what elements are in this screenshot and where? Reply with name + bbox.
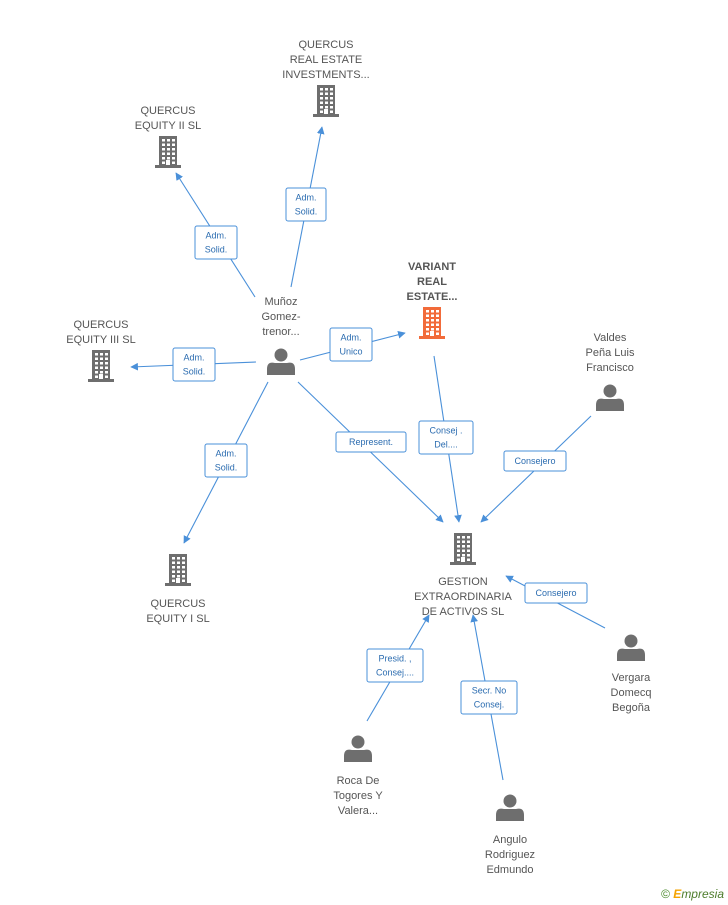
edge-label-text: Solid. bbox=[205, 245, 228, 255]
building-icon bbox=[313, 85, 339, 117]
node-label-line: EQUITY II SL bbox=[135, 120, 201, 132]
building-icon bbox=[419, 307, 445, 339]
node-label-line: REAL bbox=[417, 276, 447, 288]
edge-label-text: Solid. bbox=[183, 367, 206, 377]
edge-label-box bbox=[366, 648, 424, 683]
person-icon bbox=[267, 348, 295, 375]
edge-label-e8[interactable]: Consejero bbox=[503, 450, 567, 472]
edge-label-e6[interactable]: Represent. bbox=[335, 431, 407, 453]
edge-label-text: Unico bbox=[339, 347, 362, 357]
node-label-line: Roca De bbox=[337, 775, 380, 787]
edge-label-text: Adm. bbox=[340, 333, 361, 343]
edge-label-text: Consejero bbox=[514, 456, 555, 466]
edge-label-box bbox=[172, 347, 216, 382]
node-label-line: REAL ESTATE bbox=[290, 54, 363, 66]
building-icon bbox=[165, 554, 191, 586]
edge-label-text: Adm. bbox=[183, 353, 204, 363]
node-label-line: Peña Luis bbox=[586, 347, 635, 359]
node-label-line: Gomez- bbox=[261, 311, 300, 323]
node-qe1[interactable]: QUERCUS EQUITY I SL bbox=[146, 554, 210, 625]
node-label-line: GESTION bbox=[438, 576, 488, 588]
person-icon bbox=[496, 794, 524, 821]
node-munoz[interactable]: MuñozGomez-trenor... bbox=[261, 296, 301, 375]
node-label-line: Angulo bbox=[493, 834, 527, 846]
node-qe2[interactable]: QUERCUS EQUITY II SL bbox=[135, 105, 201, 168]
edge-label-text: Represent. bbox=[349, 437, 393, 447]
edge-label-text: Solid. bbox=[295, 207, 318, 217]
edge-label-text: Consej. bbox=[474, 700, 505, 710]
node-qe3[interactable]: QUERCUS EQUITY III SL bbox=[66, 319, 136, 382]
brand-name: mpresia bbox=[681, 887, 724, 901]
node-label-line: Domecq bbox=[611, 687, 652, 699]
node-label-line: trenor... bbox=[262, 326, 299, 338]
edge-label-text: Consej.... bbox=[376, 668, 414, 678]
edge-label-box bbox=[204, 443, 248, 478]
node-label-line: EQUITY I SL bbox=[146, 613, 209, 625]
edge-label-box bbox=[285, 187, 327, 222]
node-label-line: QUERCUS bbox=[298, 39, 353, 51]
node-label-line: Begoña bbox=[612, 702, 651, 714]
edge-label-e4[interactable]: Adm. Solid. bbox=[204, 443, 248, 478]
node-label-line: EQUITY III SL bbox=[66, 334, 136, 346]
edge-label-e2[interactable]: Adm. Solid. bbox=[194, 225, 238, 260]
node-variant[interactable]: VARIANT REAL ESTATE... bbox=[407, 261, 458, 339]
building-icon bbox=[88, 350, 114, 382]
person-icon bbox=[596, 384, 624, 411]
node-label-line: Valdes bbox=[594, 332, 627, 344]
building-icon bbox=[450, 533, 476, 565]
edge-label-e7[interactable]: Consej . Del.... bbox=[418, 420, 474, 455]
building-icon bbox=[155, 136, 181, 168]
node-label-line: QUERCUS bbox=[150, 598, 205, 610]
node-label-line: INVESTMENTS... bbox=[282, 69, 369, 81]
edge-label-text: Adm. bbox=[205, 231, 226, 241]
copyright-symbol: © bbox=[661, 887, 670, 901]
node-roca[interactable]: Roca De Togores Y Valera... bbox=[333, 735, 383, 818]
edge-label-text: Secr. No bbox=[472, 686, 507, 696]
node-label-line: Francisco bbox=[586, 362, 634, 374]
edge-label-text: Solid. bbox=[215, 463, 238, 473]
edge-label-text: Consej . bbox=[429, 426, 462, 436]
edge-label-box bbox=[460, 680, 518, 715]
person-icon bbox=[617, 634, 645, 661]
edge-label-box bbox=[418, 420, 474, 455]
edge-label-text: Presid. , bbox=[378, 654, 411, 664]
edge-label-e1[interactable]: Adm. Solid. bbox=[285, 187, 327, 222]
edge-label-text: Del.... bbox=[434, 440, 458, 450]
edge-label-e9[interactable]: Consejero bbox=[524, 582, 588, 604]
node-label-line: QUERCUS bbox=[73, 319, 128, 331]
edge-label-box bbox=[524, 582, 588, 604]
node-label-line: Togores Y bbox=[333, 790, 383, 802]
edge-label-e3[interactable]: Adm. Solid. bbox=[172, 347, 216, 382]
edge-label-box bbox=[194, 225, 238, 260]
node-label-line: VARIANT bbox=[408, 261, 456, 273]
node-label-line: Edmundo bbox=[486, 864, 533, 876]
node-label-line: QUERCUS bbox=[140, 105, 195, 117]
node-label-line: Vergara bbox=[612, 672, 651, 684]
edge-label-text: Adm. bbox=[295, 193, 316, 203]
node-label-line: DE ACTIVOS SL bbox=[422, 606, 505, 618]
node-label-line: EXTRAORDINARIA bbox=[414, 591, 512, 603]
brand-initial: E bbox=[673, 887, 682, 901]
edge-label-e5[interactable]: Adm. Unico bbox=[329, 327, 373, 362]
edge-label-e11[interactable]: Secr. No Consej. bbox=[460, 680, 518, 715]
node-label-line: Valera... bbox=[338, 805, 378, 817]
node-gestion[interactable]: GESTION EXTRAORDINARIA DE ACTIVOS SL bbox=[414, 533, 513, 618]
edge-label-e10[interactable]: Presid. , Consej.... bbox=[366, 648, 424, 683]
edge-label-text: Adm. bbox=[215, 449, 236, 459]
node-qrei[interactable]: QUERCUS REAL ESTATE INVESTMENTS... bbox=[282, 39, 370, 117]
node-label-line: ESTATE... bbox=[407, 291, 458, 303]
node-label-line: Muñoz bbox=[264, 296, 297, 308]
node-label-line: Rodriguez bbox=[485, 849, 535, 861]
edge-label-box bbox=[503, 450, 567, 472]
person-icon bbox=[344, 735, 372, 762]
edge-label-box bbox=[329, 327, 373, 362]
empresia-logo: © Empresia bbox=[661, 887, 724, 901]
edge-label-text: Consejero bbox=[535, 588, 576, 598]
edge-label-box bbox=[335, 431, 407, 453]
